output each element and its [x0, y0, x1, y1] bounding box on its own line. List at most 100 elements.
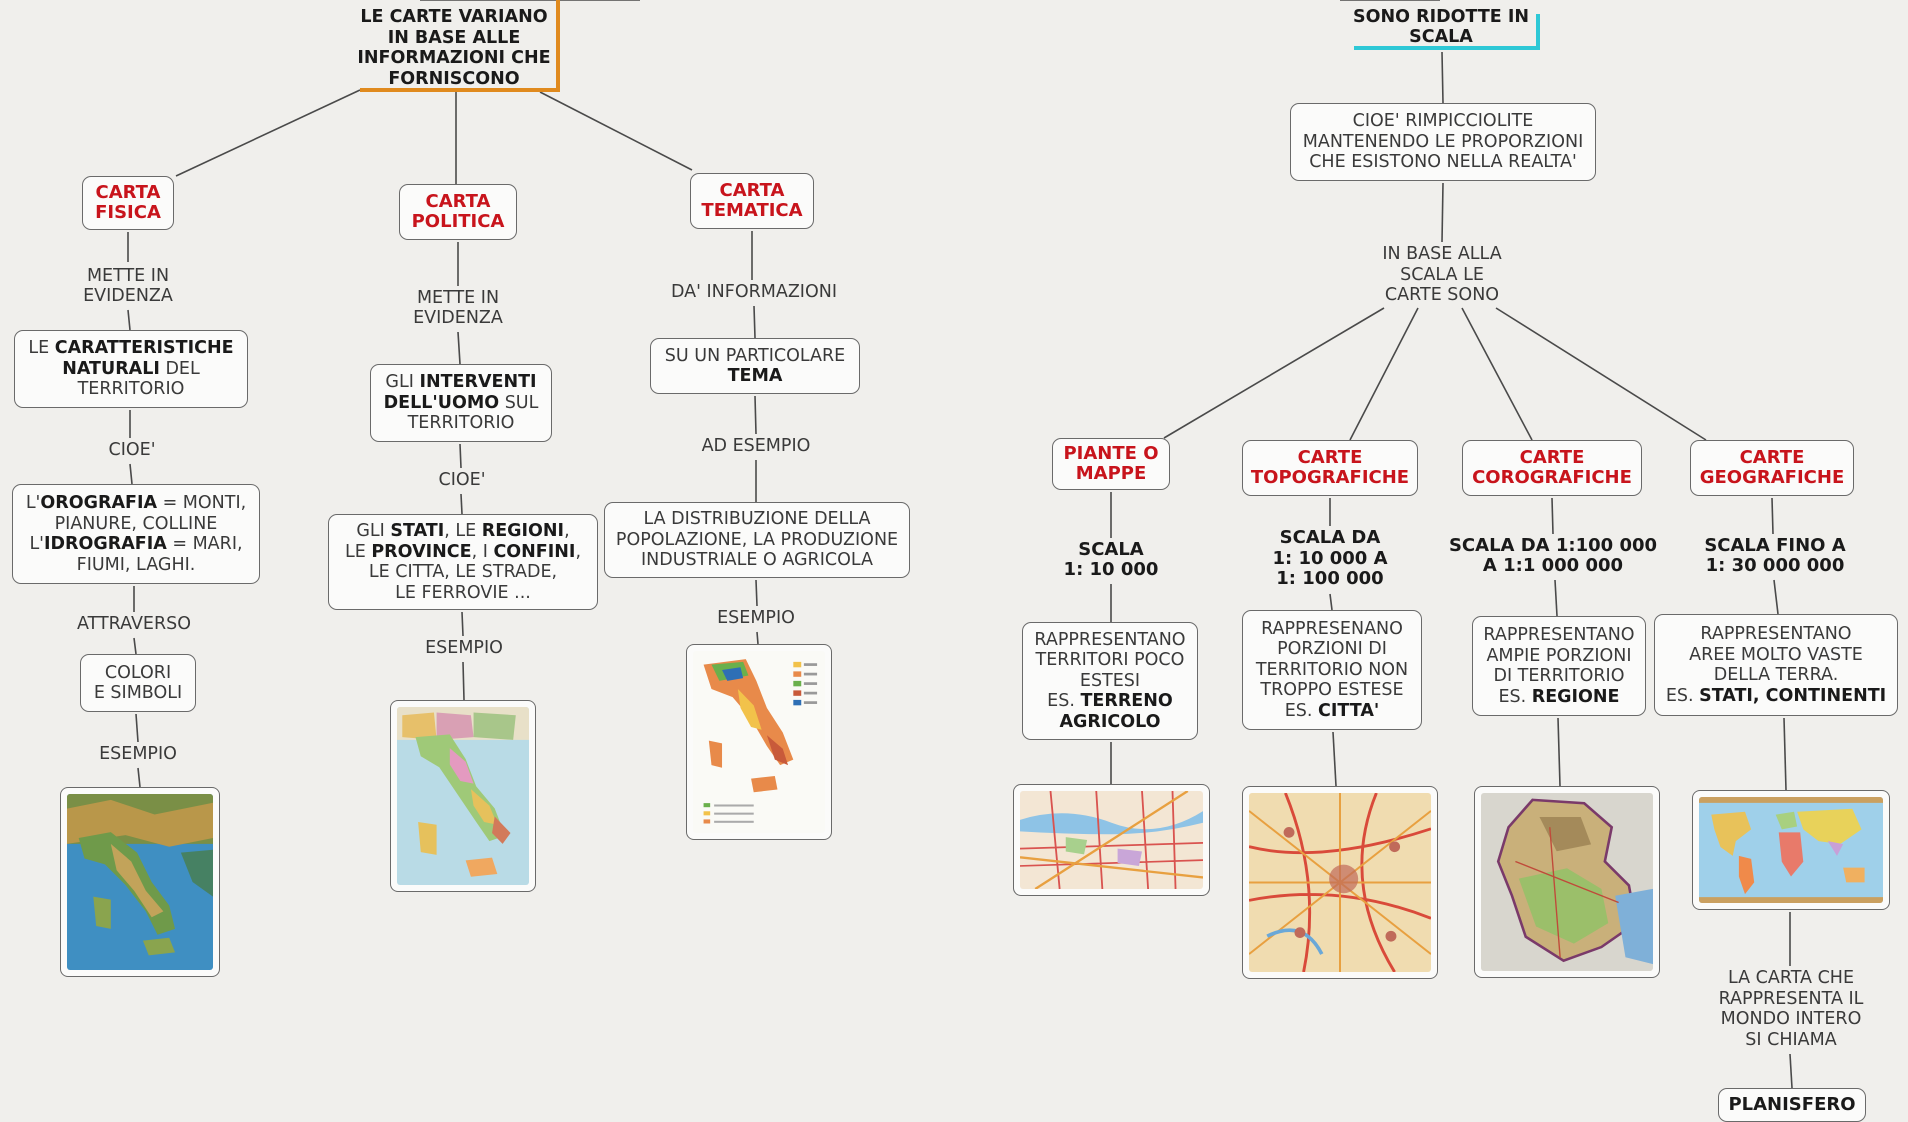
bold-text: PROVINCE	[371, 541, 472, 562]
interventi-uomo-box: GLI INTERVENTI DELL'UOMO SUL TERRITORIO	[370, 364, 552, 442]
esempio-label-politica: ESEMPIO	[425, 637, 503, 658]
rich-text: RAPPRESENTANO AMPIE PORZIONI DI TERRITOR…	[1483, 625, 1634, 707]
connector-line	[137, 767, 141, 788]
connector-line	[461, 611, 464, 637]
connector-line	[457, 331, 461, 365]
carta-tematica-box: CARTA TEMATICA	[690, 173, 814, 229]
rappresentano-topografiche-box: RAPPRESENANO PORZIONI DI TERRITORIO NON …	[1242, 610, 1422, 730]
connector-line	[756, 631, 759, 645]
piante-mappe-box: PIANTE O MAPPE	[1052, 438, 1170, 490]
connector-line	[135, 713, 139, 743]
plain-text: , LE	[444, 521, 482, 541]
rich-text: GLI STATI, LE REGIONI, LE PROVINCE, I CO…	[345, 521, 581, 603]
connector-line	[1557, 717, 1561, 787]
plain-text: RAPPRESENTANO AREE MOLTO VASTE DELLA TER…	[1665, 624, 1863, 706]
bold-text: REGIONI	[481, 521, 565, 541]
bold-text: REGIONE	[1531, 686, 1620, 707]
connector-line	[753, 305, 756, 339]
connector-line	[1329, 593, 1333, 611]
distribuzione-box: LA DISTRIBUZIONE DELLA POPOLAZIONE, LA P…	[604, 502, 910, 578]
connector-line	[1495, 307, 1707, 441]
plain-text: , LE	[344, 521, 570, 562]
carte-corografiche-box: CARTE COROGRAFICHE	[1462, 440, 1642, 496]
left-root-title: LE CARTE VARIANO IN BASE ALLE INFORMAZIO…	[357, 7, 551, 89]
plain-text: GLI	[385, 372, 420, 393]
rimpicciolite-box: CIOE' RIMPICCIOLITE MANTENENDO LE PROPOR…	[1290, 103, 1596, 181]
connector-line	[460, 493, 463, 515]
cyan-highlight-corner	[1354, 14, 1540, 50]
carta-politica-box: CARTA POLITICA	[399, 184, 517, 240]
plain-text: SU UN PARTICOLARE	[664, 345, 846, 366]
particolare-tema-box: SU UN PARTICOLARE TEMA	[650, 338, 860, 394]
plain-text: , LE CITTA, LE STRADE, LE FERROVIE ...	[368, 541, 582, 603]
plain-text: RAPPRESENTANO AMPIE PORZIONI DI TERRITOR…	[1483, 625, 1635, 707]
connector-line	[1789, 1053, 1793, 1089]
connector-line	[1773, 579, 1779, 615]
connector-line	[1554, 579, 1558, 617]
rich-text: GLI INTERVENTI DELL'UOMO SUL TERRITORIO	[384, 372, 539, 434]
da-informazioni-label: DA' INFORMAZIONI	[670, 281, 837, 302]
rappresentano-geografiche-box: RAPPRESENTANO AREE MOLTO VASTE DELLA TER…	[1654, 614, 1898, 716]
rich-text: L'OROGRAFIA = MONTI, PIANURE, COLLINE L'…	[26, 493, 246, 575]
bold-text: STATI, CONTINENTI	[1699, 685, 1887, 706]
carte-topografiche-box: CARTE TOPOGRAFICHE	[1242, 440, 1418, 496]
scala-topografiche-label: SCALA DA 1: 10 000 A 1: 100 000	[1272, 527, 1388, 590]
rich-text: RAPPRESENANO PORZIONI DI TERRITORIO NON …	[1256, 619, 1408, 722]
carte-geografiche-box: CARTE GEOGRAFICHE	[1690, 440, 1854, 496]
carta-fisica-box: CARTA FISICA	[82, 176, 174, 230]
caratteristiche-naturali-box: LE CARATTERISTICHE NATURALI DEL TERRITOR…	[14, 330, 248, 408]
rich-text: RAPPRESENTANO TERRITORI POCO ESTESI ES. …	[1034, 630, 1185, 733]
connector-line	[539, 91, 693, 171]
connector-line	[1349, 307, 1419, 441]
right-root-title: SONO RIDOTTE IN SCALA	[1353, 6, 1529, 48]
rappresentano-piante-box: RAPPRESENTANO TERRITORI POCO ESTESI ES. …	[1022, 622, 1198, 740]
connector-line	[1332, 731, 1337, 787]
connector-line	[133, 637, 137, 655]
plain-text: = MARI, FIUMI, LAGHI.	[76, 534, 243, 575]
connector-line	[462, 661, 465, 701]
connector-line	[175, 89, 361, 177]
bold-text: OROGRAFIA	[40, 493, 157, 513]
bold-text: INTERVENTI	[419, 372, 537, 393]
orografia-idrografia-box: L'OROGRAFIA = MONTI, PIANURE, COLLINE L'…	[12, 484, 260, 584]
physical-map-italy-image	[60, 787, 220, 977]
mette-in-evidenza-fisica: METTE IN EVIDENZA	[83, 265, 173, 307]
thematic-map-italy-image	[686, 644, 832, 840]
connector-line	[127, 309, 131, 331]
bold-text: STATI	[390, 521, 445, 541]
bold-text: TEMA	[727, 366, 783, 386]
bold-text: TERRENO AGRICOLO	[1059, 691, 1173, 732]
connector-line	[754, 395, 757, 435]
in-base-alla-scala-label: IN BASE ALLA SCALA LE CARTE SONO	[1382, 244, 1502, 306]
plain-text: SUL TERRITORIO	[407, 392, 539, 434]
plain-text: RAPPRESENTANO TERRITORI POCO ESTESI ES.	[1034, 629, 1186, 712]
stati-regioni-box: GLI STATI, LE REGIONI, LE PROVINCE, I CO…	[328, 514, 598, 610]
orange-highlight-corner	[360, 0, 560, 92]
connector-line	[1441, 51, 1444, 104]
connector-line	[459, 443, 462, 469]
connector-line	[1783, 717, 1787, 791]
plain-text: , I	[471, 541, 494, 562]
rich-text: LE CARATTERISTICHE NATURALI DEL TERRITOR…	[28, 338, 233, 400]
rich-text: RAPPRESENTANO AREE MOLTO VASTE DELLA TER…	[1666, 624, 1886, 706]
planisfero-box: PLANISFERO	[1718, 1088, 1866, 1122]
scala-piante-label: SCALA 1: 10 000	[1063, 538, 1159, 580]
scala-corografiche-label: SCALA DA 1:100 000 A 1:1 000 000	[1448, 534, 1658, 576]
mette-in-evidenza-politica: METTE IN EVIDENZA	[413, 287, 503, 329]
ad-esempio-label: AD ESEMPIO	[701, 435, 811, 456]
plain-text: GLI	[356, 521, 391, 541]
connector-line	[1461, 307, 1533, 441]
cioe-label-politica: CIOE'	[438, 469, 486, 490]
world-map-image	[1692, 790, 1890, 910]
plain-text: LE	[28, 338, 55, 359]
rich-text: SU UN PARTICOLARE TEMA	[665, 346, 845, 387]
bold-text: DELL'UOMO	[383, 392, 500, 413]
plain-text: DEL TERRITORIO	[77, 358, 200, 400]
political-map-italy-image	[390, 700, 536, 892]
bold-text: IDROGRAFIA	[44, 534, 167, 554]
topographic-road-map-image	[1242, 786, 1438, 979]
plain-text: RAPPRESENANO PORZIONI DI TERRITORIO NON …	[1255, 618, 1409, 721]
connector-line	[1771, 497, 1774, 535]
colori-simboli-box: COLORI E SIMBOLI	[80, 654, 196, 712]
